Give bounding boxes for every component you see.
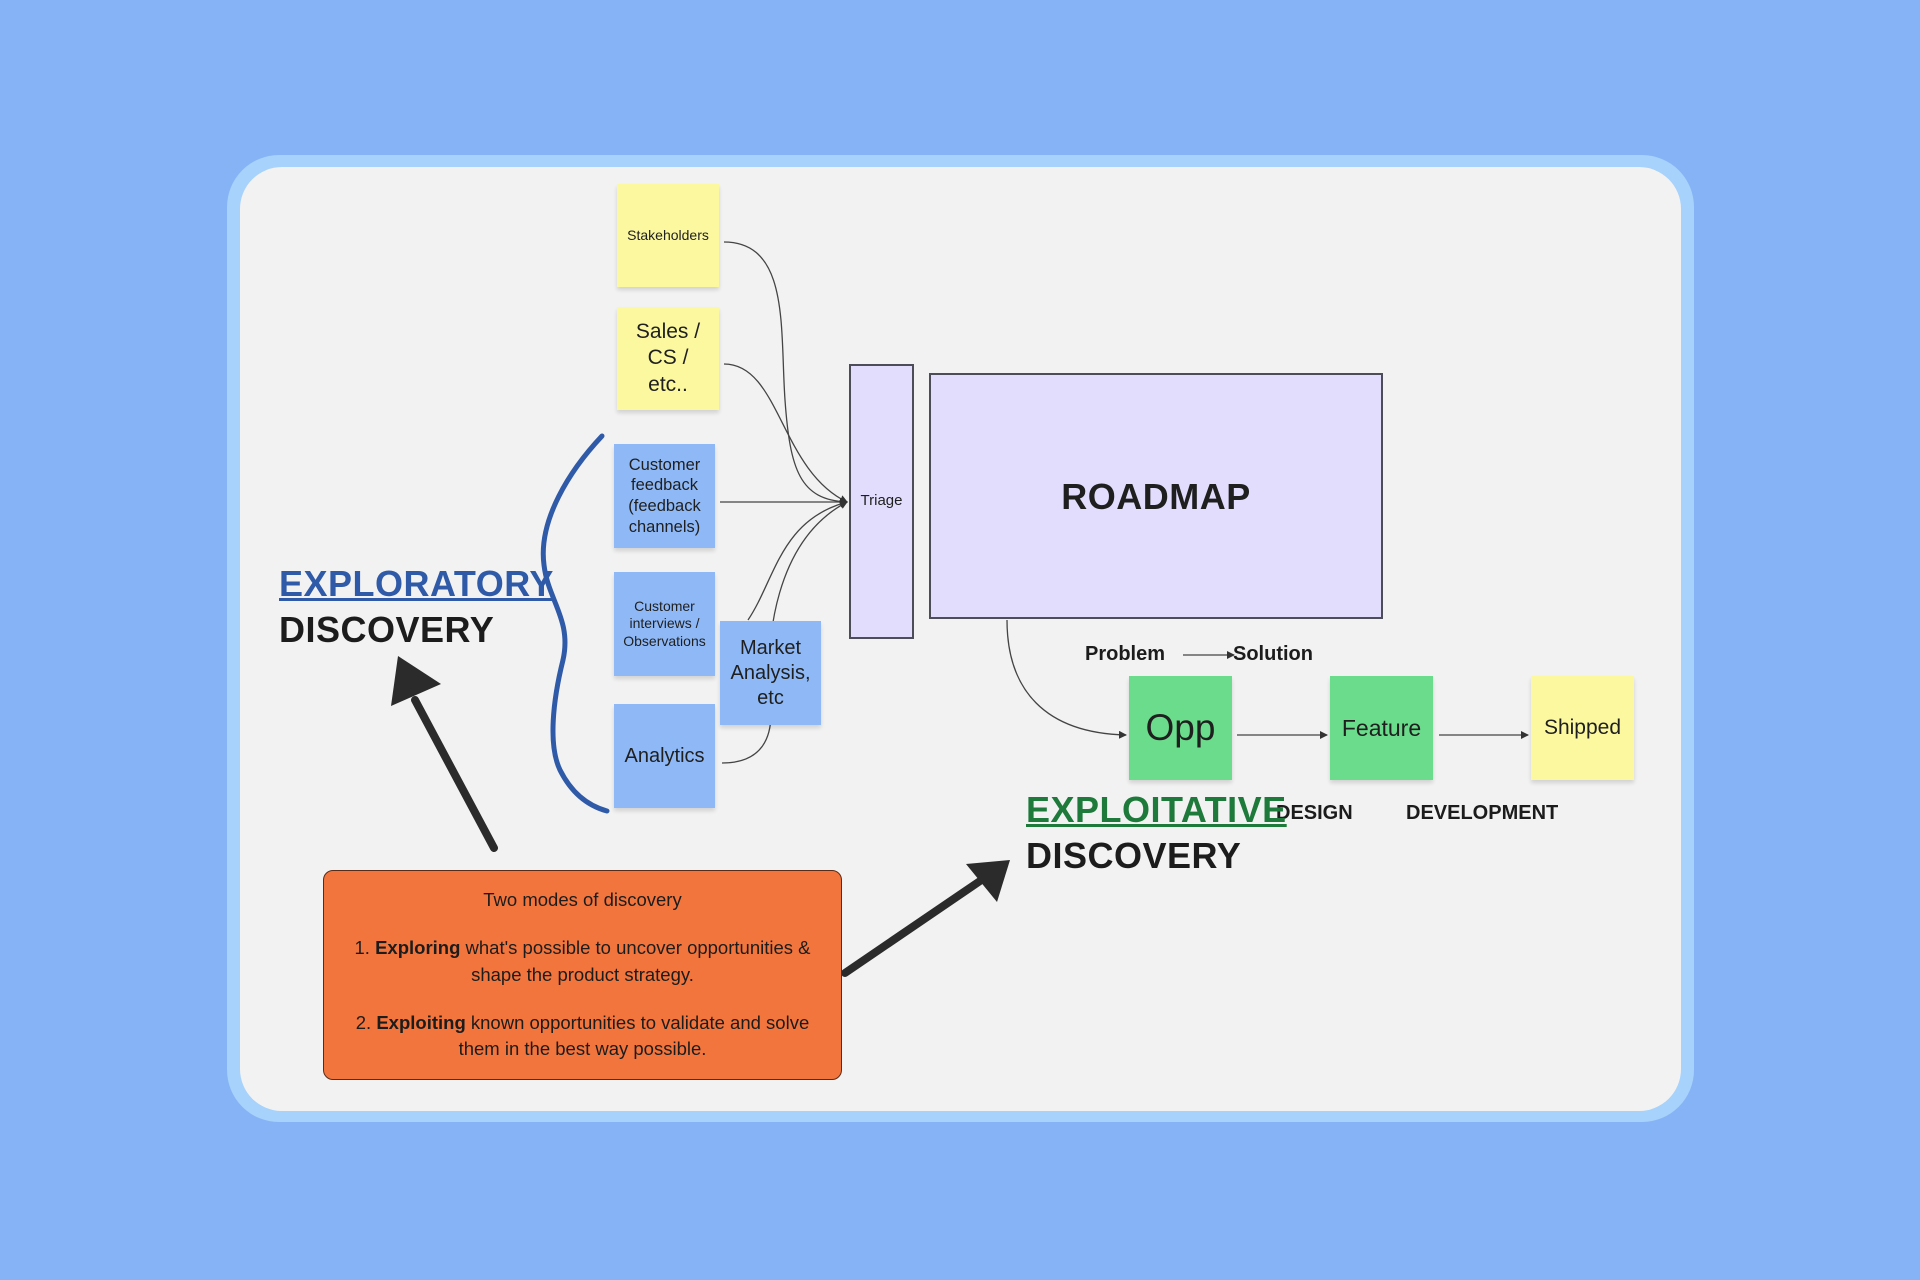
roadmap-box[interactable]: ROADMAP: [929, 373, 1383, 619]
brace-curve: [540, 433, 610, 814]
connector-sales: [723, 363, 848, 503]
problem-label: Problem: [1085, 643, 1166, 665]
note-stakeholders[interactable]: Stakeholders: [617, 184, 719, 287]
callout-title: Two modes of discovery: [483, 889, 682, 910]
note-sales[interactable]: Sales / CS / etc..: [617, 307, 719, 410]
note-analytics[interactable]: Analytics: [614, 704, 715, 808]
note-customer-interviews[interactable]: Customer interviews / Observations: [614, 572, 715, 676]
exploratory-subtitle: DISCOVERY: [279, 609, 495, 650]
callout-item-2-text: known opportunities to validate and solv…: [458, 1011, 810, 1060]
note-opp[interactable]: Opp: [1129, 676, 1232, 780]
arrow-to-exploratory: [391, 656, 498, 852]
note-market-analysis[interactable]: Market Analysis, etc: [720, 621, 821, 725]
solution-label: Solution: [1233, 643, 1313, 665]
note-feature[interactable]: Feature: [1330, 676, 1433, 780]
callout-item-1-text: what's possible to uncover opportunities…: [460, 937, 811, 985]
exploitative-title: EXPLOITATIVE: [1026, 789, 1287, 830]
development-label: DEVELOPMENT: [1406, 802, 1559, 824]
callout-item-1-prefix: 1.: [354, 937, 376, 959]
exploratory-title: EXPLORATORY: [279, 563, 554, 604]
connector-interviews: [747, 499, 848, 621]
note-shipped[interactable]: Shipped: [1531, 676, 1634, 780]
callout-item-1-bold: Exploring: [375, 937, 461, 959]
callout-box: Two modes of discovery 1. Exploring what…: [323, 870, 842, 1080]
callout-item-2: 2. Exploiting known opportunities to val…: [336, 1010, 829, 1063]
connector-stakeholders: [723, 241, 848, 506]
connector-roadmap-opp: [1006, 619, 1127, 739]
design-label: DESIGN: [1276, 802, 1353, 824]
triage-box[interactable]: Triage: [849, 364, 914, 639]
arrow-to-exploitative: [841, 860, 1010, 977]
callout-item-2-bold: Exploiting: [376, 1011, 466, 1033]
callout-item-2-prefix: 2.: [355, 1011, 377, 1033]
callout-item-1: 1. Exploring what's possible to uncover …: [336, 935, 829, 988]
exploitative-label: EXPLOITATIVE DISCOVERY: [1026, 789, 1287, 877]
exploratory-label: EXPLORATORY DISCOVERY: [279, 563, 554, 651]
exploitative-subtitle: DISCOVERY: [1026, 835, 1242, 876]
note-customer-feedback[interactable]: Customer feedback (feedback channels): [614, 444, 715, 548]
